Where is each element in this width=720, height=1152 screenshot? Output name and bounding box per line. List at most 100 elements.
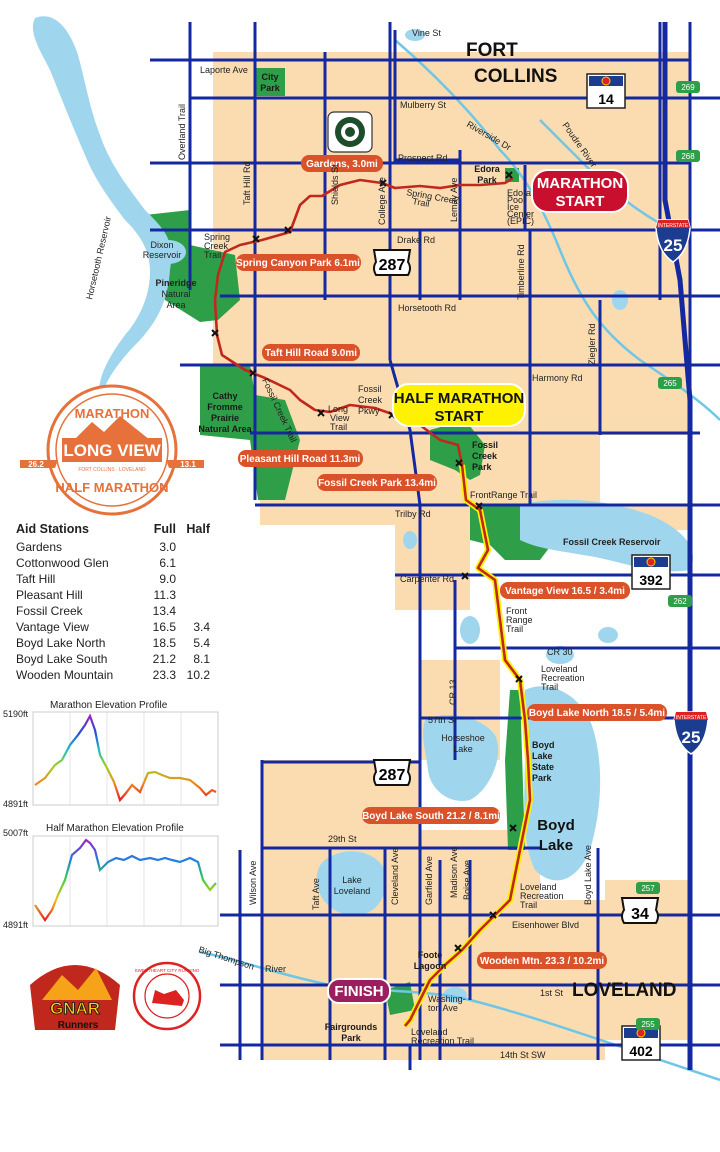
svg-text:Mulberry St: Mulberry St xyxy=(400,100,447,110)
svg-text:Lake: Lake xyxy=(342,875,362,885)
svg-text:Trilby Rd: Trilby Rd xyxy=(395,509,431,519)
svg-text:Fossil Creek Park 13.4mi: Fossil Creek Park 13.4mi xyxy=(318,478,436,489)
svg-text:25: 25 xyxy=(682,728,701,747)
svg-text:Harmony Rd: Harmony Rd xyxy=(532,373,583,383)
half-marathon-elevation-chart xyxy=(32,835,219,927)
i25-shield-bottom: INTERSTATE 25 xyxy=(673,711,709,755)
svg-text:Carpenter Rd: Carpenter Rd xyxy=(400,574,454,584)
svg-text:Edora: Edora xyxy=(474,164,501,174)
svg-text:57th St: 57th St xyxy=(428,715,457,725)
svg-text:Fromme: Fromme xyxy=(207,402,243,412)
svg-text:Pineridge: Pineridge xyxy=(155,278,196,288)
svg-text:257: 257 xyxy=(641,884,655,893)
svg-text:Taft Hill Road 9.0mi: Taft Hill Road 9.0mi xyxy=(265,348,357,359)
water-bodies xyxy=(32,16,694,1003)
svg-text:402: 402 xyxy=(629,1043,653,1059)
aid-title: Aid Stations xyxy=(16,522,89,536)
svg-text:262: 262 xyxy=(673,597,687,606)
marathon-elevation-title: Marathon Elevation Profile xyxy=(50,700,168,711)
svg-text:River: River xyxy=(265,964,286,974)
boyd-lake xyxy=(524,686,601,881)
svg-text:Taft Hill Rd: Taft Hill Rd xyxy=(242,161,252,205)
svg-text:14: 14 xyxy=(598,91,614,107)
svg-text:(EPIC): (EPIC) xyxy=(507,216,534,226)
svg-text:Eisenhower Blvd: Eisenhower Blvd xyxy=(512,920,579,930)
svg-text:Wilson Ave: Wilson Ave xyxy=(248,861,258,905)
race-route xyxy=(213,176,533,1028)
svg-text:265: 265 xyxy=(663,379,677,388)
svg-text:Dixon: Dixon xyxy=(150,240,173,250)
svg-text:Trail: Trail xyxy=(541,682,558,692)
svg-text:Trail: Trail xyxy=(506,624,523,634)
svg-text:Pkwy: Pkwy xyxy=(358,406,380,416)
svg-text:COLLINS: COLLINS xyxy=(474,66,557,87)
hwy-402-shield: 402 xyxy=(621,1025,661,1061)
station-half xyxy=(180,587,210,603)
svg-text:Gardens, 3.0mi: Gardens, 3.0mi xyxy=(306,159,378,170)
gnar-runners-logo: GNAR Runners xyxy=(30,965,120,1031)
station-name: Wooden Mountain xyxy=(16,668,114,682)
svg-text:Recreation: Recreation xyxy=(541,673,585,683)
svg-text:Park: Park xyxy=(532,773,553,783)
marathon-elevation-min: 4891ft xyxy=(3,799,29,809)
svg-text:287: 287 xyxy=(379,767,406,784)
svg-text:Loveland: Loveland xyxy=(520,882,557,892)
svg-text:CR 30: CR 30 xyxy=(547,647,573,657)
svg-text:MARATHON: MARATHON xyxy=(537,175,623,192)
svg-text:MARATHON: MARATHON xyxy=(75,406,150,421)
svg-text:FrontRange Trail: FrontRange Trail xyxy=(470,490,537,500)
finish-marker: FINISH xyxy=(327,978,391,1004)
svg-text:392: 392 xyxy=(639,572,663,588)
svg-text:Madison Ave: Madison Ave xyxy=(449,847,459,898)
svg-text:LONG VIEW: LONG VIEW xyxy=(63,441,161,460)
svg-text:269: 269 xyxy=(681,83,695,92)
svg-text:Horsetooth Rd: Horsetooth Rd xyxy=(398,303,456,313)
svg-text:HALF MARATHON: HALF MARATHON xyxy=(55,480,168,495)
svg-text:Wooden Mtn. 23.3 / 10.2mi: Wooden Mtn. 23.3 / 10.2mi xyxy=(480,956,605,967)
dixon-reservoir xyxy=(150,240,186,264)
svg-text:Lagoon: Lagoon xyxy=(414,961,447,971)
svg-text:Front: Front xyxy=(506,606,528,616)
svg-text:Fossil Creek Reservoir: Fossil Creek Reservoir xyxy=(563,537,661,547)
svg-text:Garfield Ave: Garfield Ave xyxy=(424,856,434,905)
place-labels: City Park Dixon Reservoir Pineridge Natu… xyxy=(143,72,661,1043)
svg-text:Trail: Trail xyxy=(204,250,221,260)
marathon-elevation-max: 5190ft xyxy=(3,709,29,719)
svg-text:Vantage View 16.5 / 3.4mi: Vantage View 16.5 / 3.4mi xyxy=(505,586,625,597)
svg-text:Prairie: Prairie xyxy=(211,413,239,423)
svg-text:Lake: Lake xyxy=(539,837,573,854)
svg-text:Vine St: Vine St xyxy=(412,28,441,38)
svg-text:Center: Center xyxy=(507,209,534,219)
svg-text:GNAR: GNAR xyxy=(50,999,100,1018)
marathon-elevation-chart xyxy=(32,711,219,806)
svg-text:Loveland: Loveland xyxy=(541,664,578,674)
station-full: 9.0 xyxy=(159,572,176,586)
svg-text:START: START xyxy=(556,193,605,210)
station-full: 21.2 xyxy=(152,652,176,666)
hwy-14-shield: 14 xyxy=(586,73,626,109)
horseshoe-lake xyxy=(423,715,499,801)
svg-text:FORT COLLINS · LOVELAND: FORT COLLINS · LOVELAND xyxy=(78,467,146,473)
svg-text:View: View xyxy=(330,413,350,423)
station-half: 5.4 xyxy=(193,636,210,650)
svg-text:Trail: Trail xyxy=(520,900,537,910)
svg-text:Loveland: Loveland xyxy=(334,886,371,896)
svg-text:Recreation Trail: Recreation Trail xyxy=(411,1036,474,1046)
svg-text:Long: Long xyxy=(328,404,348,414)
svg-text:255: 255 xyxy=(641,1020,655,1029)
station-half: 3.4 xyxy=(193,620,210,634)
half-elevation-min: 4891ft xyxy=(3,920,29,930)
station-half xyxy=(180,555,210,571)
hwy-287-shield-a: 287 xyxy=(372,249,412,276)
aid-station-callouts: Gardens, 3.0mi Spring Canyon Park 6.1mi … xyxy=(236,155,667,969)
svg-text:FORT: FORT xyxy=(466,40,518,61)
long-view-race-logo: 26.2 13.1 MARATHON LONG VIEW FORT COLLIN… xyxy=(20,384,204,516)
station-full: 6.1 xyxy=(159,556,176,570)
svg-text:Park: Park xyxy=(341,1033,362,1043)
